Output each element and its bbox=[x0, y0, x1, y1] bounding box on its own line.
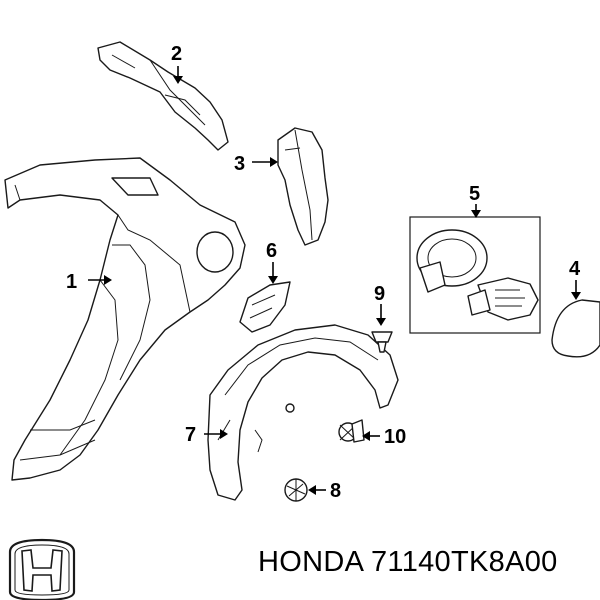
callout-10: 10 bbox=[384, 426, 406, 448]
part-2-upper-panel bbox=[97, 41, 229, 151]
callout-2: 2 bbox=[171, 43, 182, 65]
part-7-fender-liner bbox=[207, 324, 399, 501]
callout-8: 8 bbox=[330, 480, 341, 502]
part-10-fastener bbox=[338, 419, 365, 443]
callout-6: 6 bbox=[266, 240, 277, 262]
leader-arrows bbox=[88, 66, 581, 495]
part-9-clip bbox=[371, 331, 393, 353]
part-3-bracket bbox=[277, 127, 329, 246]
callout-3: 3 bbox=[234, 153, 245, 175]
part-number: 71140TK8A00 bbox=[371, 546, 558, 578]
callout-4: 4 bbox=[569, 258, 581, 280]
part-8-grommet bbox=[284, 478, 308, 502]
honda-h-logo-icon bbox=[8, 538, 76, 600]
part-1-quarter-panel bbox=[4, 157, 246, 481]
callout-7: 7 bbox=[185, 424, 196, 446]
part-6-bracket bbox=[239, 281, 291, 333]
callout-9: 9 bbox=[374, 283, 385, 305]
callout-1: 1 bbox=[66, 271, 77, 293]
part-5-fuel-lid-assembly bbox=[409, 216, 541, 334]
part-caption: HONDA 71140TK8A00 bbox=[258, 546, 558, 579]
brand-name: HONDA bbox=[258, 546, 363, 578]
part-4-fuel-lid bbox=[551, 299, 600, 358]
callout-5: 5 bbox=[469, 183, 480, 205]
